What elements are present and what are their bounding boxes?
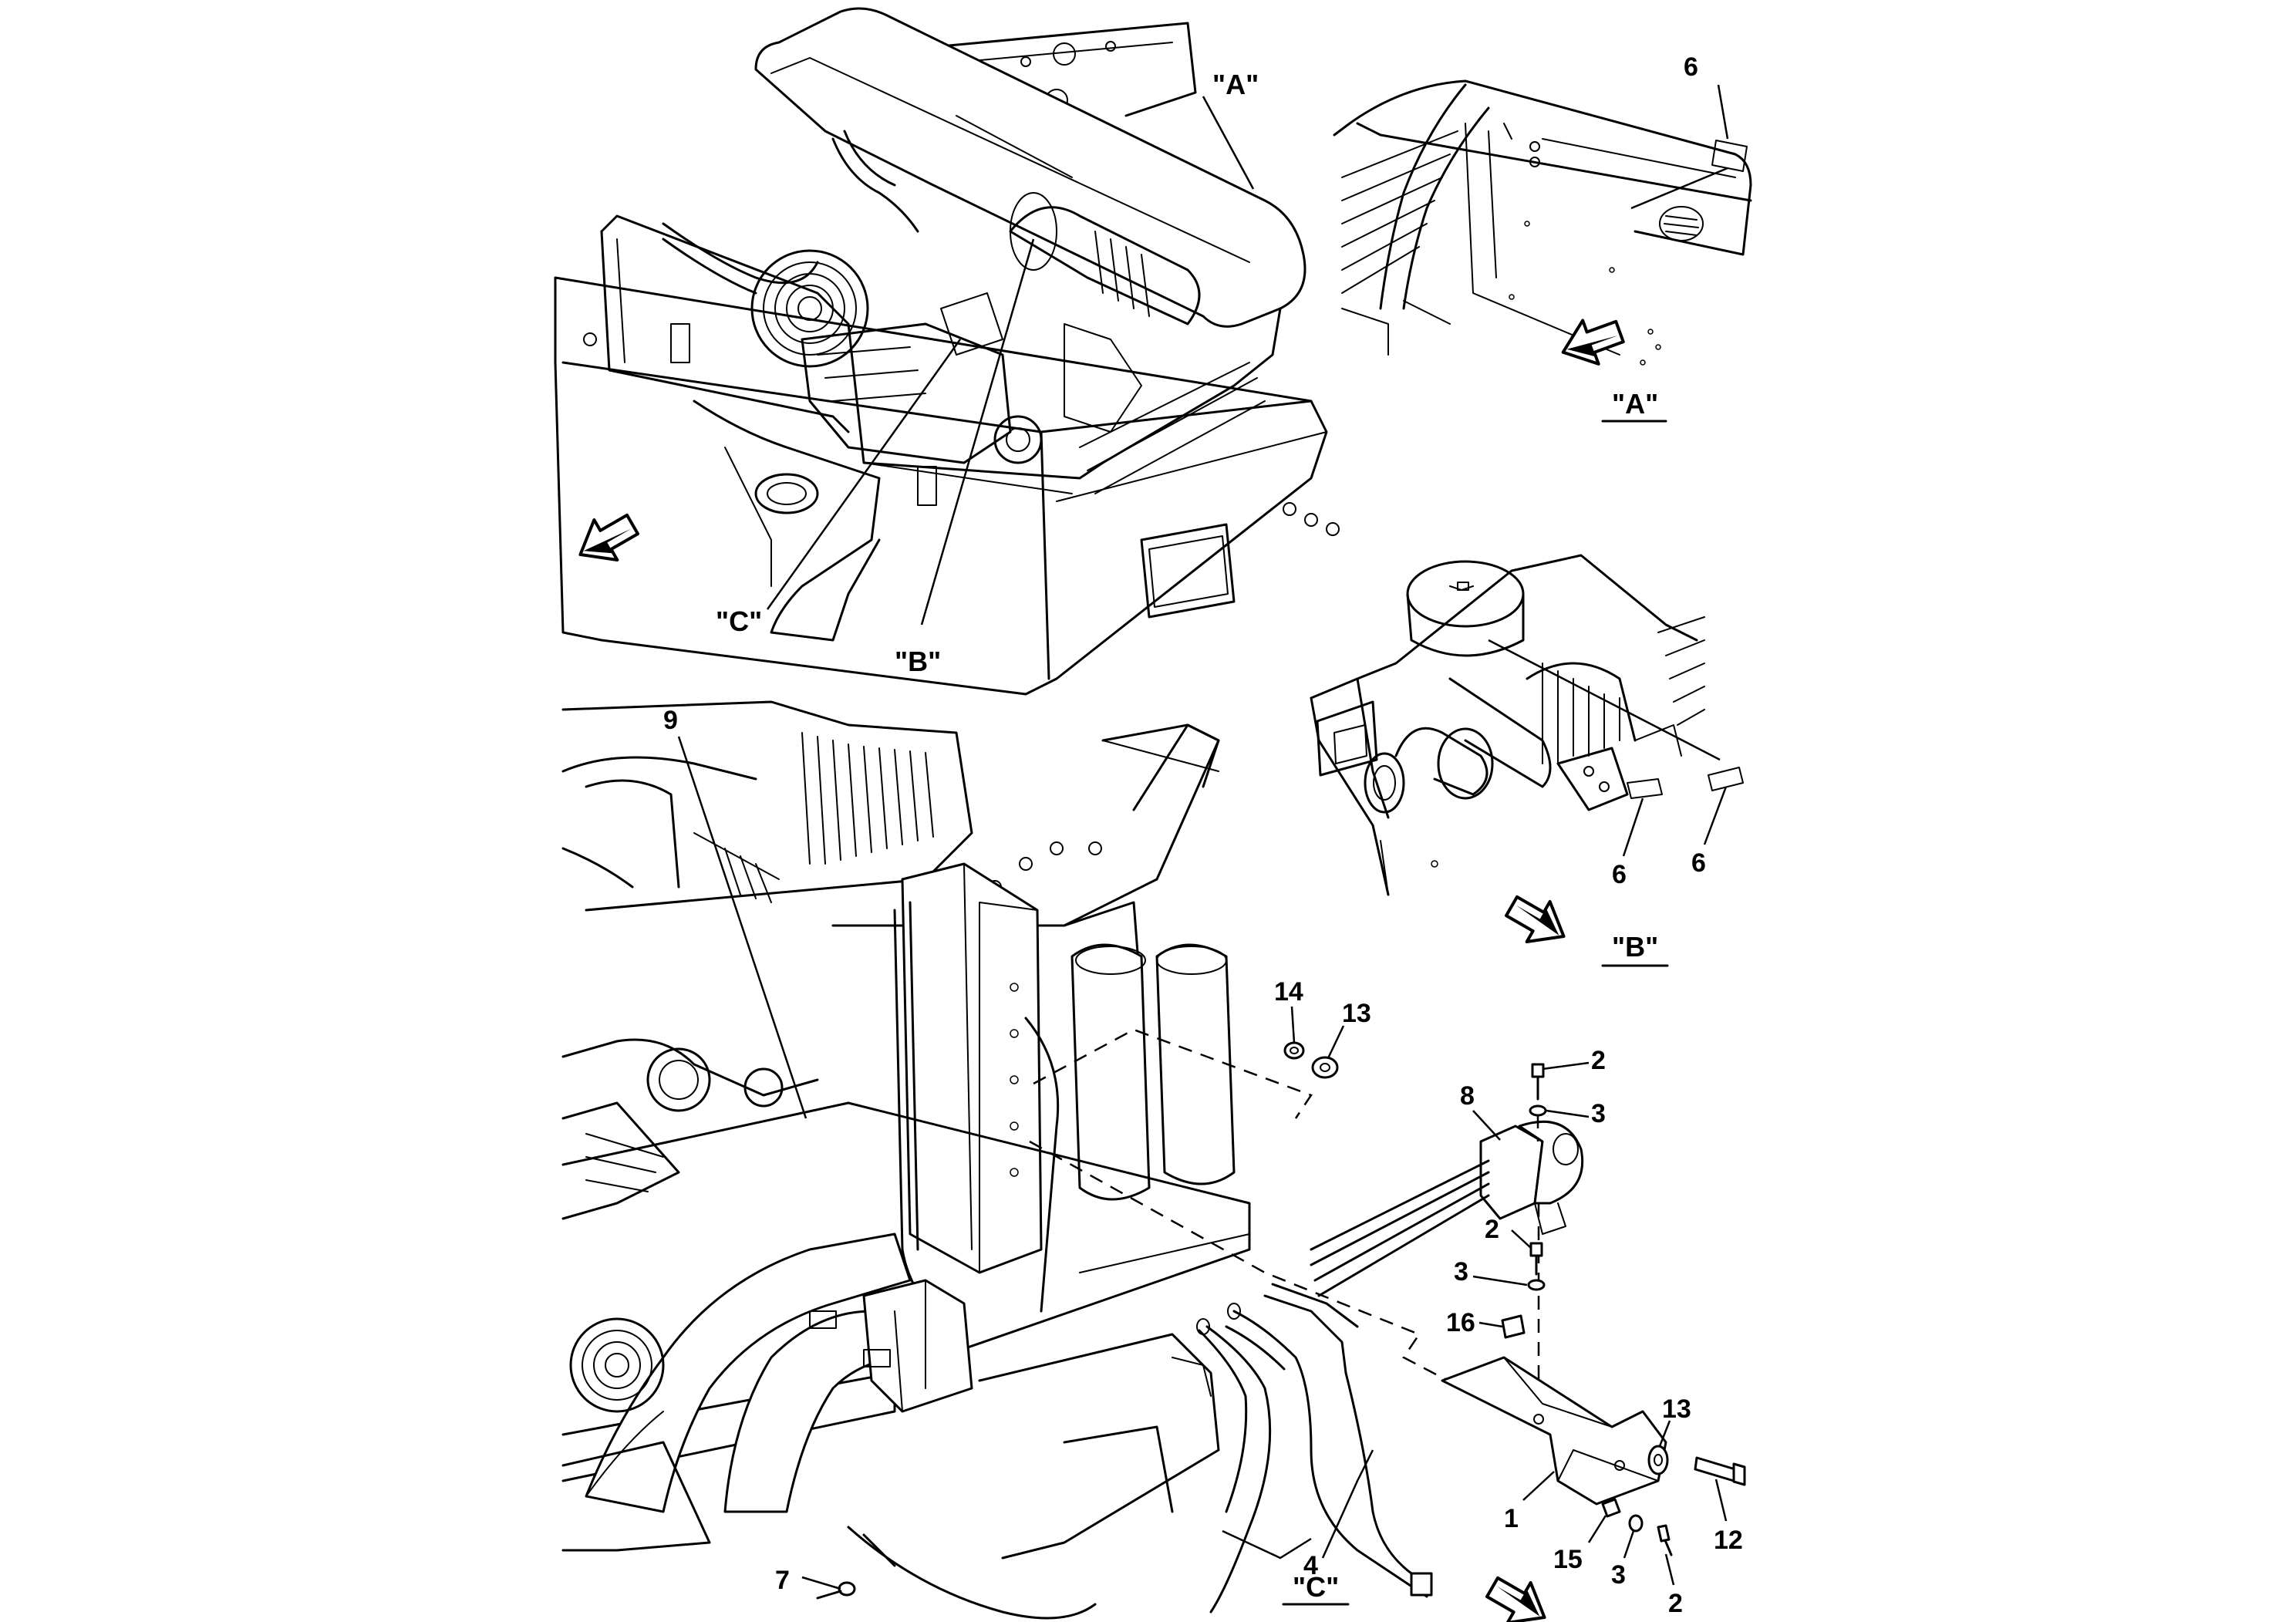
callout-14: 14 <box>1274 977 1303 1007</box>
washer-3-lower <box>1628 1514 1644 1533</box>
callout-6-b-right: 6 <box>1691 848 1706 878</box>
screw-2-middle <box>1529 1242 1543 1276</box>
leader-7 <box>801 1576 841 1590</box>
callout-6-b-left: 6 <box>1612 860 1627 889</box>
clip-16 <box>1501 1314 1526 1339</box>
callout-13-lower: 13 <box>1662 1394 1691 1424</box>
leader-13-lower <box>1658 1420 1671 1447</box>
leader-3-middle <box>1472 1275 1528 1286</box>
callout-12: 12 <box>1714 1526 1743 1555</box>
washer-13-lower <box>1647 1445 1669 1475</box>
leader-2-upper <box>1542 1061 1590 1071</box>
detail-view-b <box>1310 554 1744 896</box>
leader-13-upper <box>1327 1025 1345 1059</box>
wiring-harness-4 <box>1196 1283 1433 1614</box>
detail-view-c <box>561 700 1251 1560</box>
leader-16 <box>1478 1321 1503 1328</box>
machine-overview <box>554 7 1340 696</box>
leader-15 <box>1587 1515 1607 1543</box>
washer-14 <box>1283 1041 1305 1060</box>
leader-2-middle <box>1511 1229 1532 1249</box>
callout-2-middle: 2 <box>1485 1215 1499 1244</box>
solenoid-8 <box>1310 1120 1584 1297</box>
washer-3-middle <box>1527 1279 1546 1291</box>
leader-b-filter <box>1488 639 1721 761</box>
dashed-line-upper <box>1033 1028 1313 1119</box>
leader-4-right <box>1321 1449 1374 1559</box>
callout-7: 7 <box>775 1566 790 1595</box>
view-c-tag: "C" <box>716 605 762 637</box>
leader-12 <box>1714 1479 1728 1522</box>
callout-1: 1 <box>1504 1504 1519 1533</box>
view-b-tag: "B" <box>895 646 941 677</box>
leader-8 <box>1472 1110 1501 1141</box>
view-a-tag: "A" <box>1212 69 1259 100</box>
leader-9 <box>677 736 807 1119</box>
callout-9: 9 <box>663 706 678 735</box>
callout-2-lower: 2 <box>1668 1589 1683 1618</box>
callout-16: 16 <box>1446 1308 1475 1337</box>
leader-1 <box>1522 1471 1555 1501</box>
leader-view-b <box>920 238 1035 626</box>
front-direction-arrow-icon <box>1479 1566 1558 1622</box>
leader-a-6 <box>1630 84 1729 210</box>
front-direction-arrow-icon <box>567 503 646 576</box>
callout-3-upper: 3 <box>1591 1099 1606 1128</box>
leader-b-6-left <box>1622 798 1644 857</box>
leader-14 <box>1290 1006 1296 1044</box>
view-a-label: "A" <box>1612 388 1658 420</box>
screw-2-lower <box>1657 1524 1673 1556</box>
leader-3-lower <box>1623 1530 1635 1559</box>
nut-15 <box>1601 1498 1621 1518</box>
callout-6-a: 6 <box>1684 52 1698 82</box>
detail-view-a <box>1333 79 1752 366</box>
washer-3-upper <box>1529 1104 1547 1117</box>
ground-cable-7 <box>816 1526 1097 1620</box>
bracket-1 <box>1441 1356 1667 1506</box>
leader-b-6-right <box>1703 786 1728 845</box>
callout-15: 15 <box>1553 1545 1583 1574</box>
leader-3-upper <box>1546 1109 1590 1118</box>
washer-13-upper <box>1311 1056 1339 1079</box>
view-c-label: "C" <box>1293 1571 1339 1603</box>
bolt-12 <box>1694 1456 1746 1486</box>
callout-3-lower: 3 <box>1611 1560 1626 1590</box>
leader-view-a <box>1202 96 1255 190</box>
front-direction-arrow-icon <box>1499 885 1577 958</box>
callout-8: 8 <box>1460 1081 1475 1111</box>
view-b-label: "B" <box>1612 931 1658 963</box>
screw-2-upper <box>1531 1063 1545 1101</box>
front-direction-arrow-icon <box>1553 308 1630 376</box>
callout-13-upper: 13 <box>1342 999 1371 1028</box>
leader-2-lower <box>1664 1553 1675 1586</box>
leader-view-c <box>766 339 962 610</box>
callout-2-upper: 2 <box>1591 1046 1606 1075</box>
leader-4-left <box>1222 1529 1312 1560</box>
callout-4: 4 <box>1303 1551 1318 1580</box>
callout-3-middle: 3 <box>1454 1257 1468 1286</box>
